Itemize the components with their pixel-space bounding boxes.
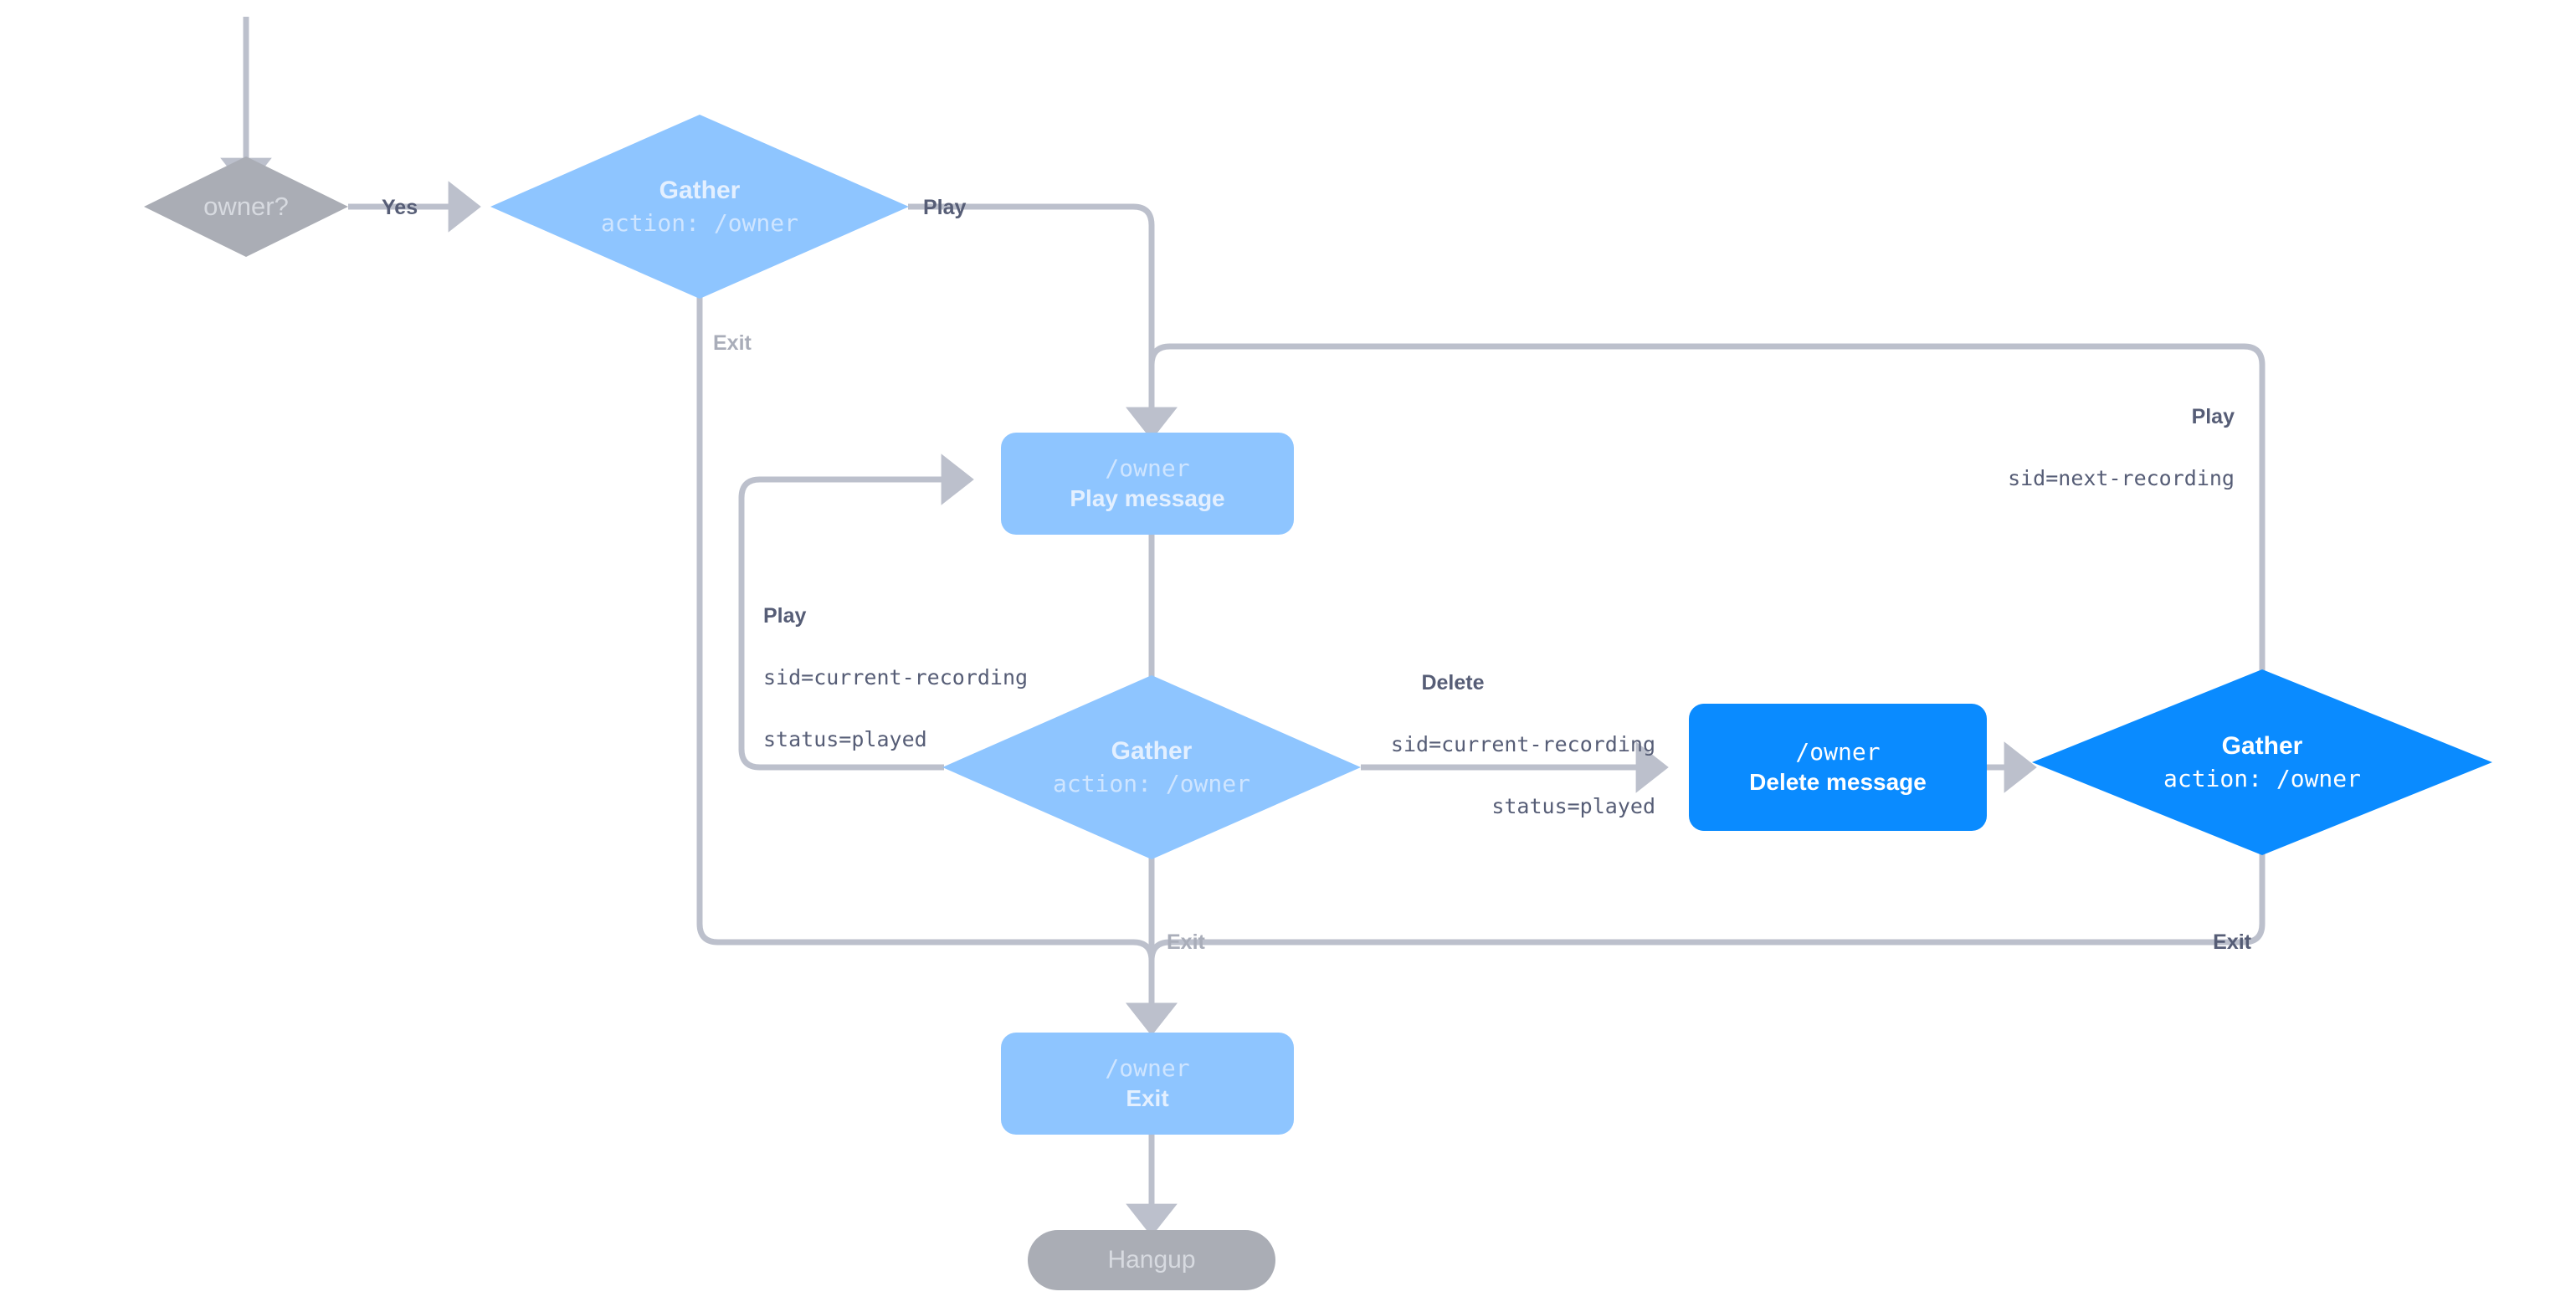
edge-label-delete-head: Delete (1421, 670, 1485, 695)
node-hangup[interactable]: Hangup (1028, 1230, 1275, 1290)
node-gather-owner-2-labels: Gather action: /owner (942, 736, 1361, 798)
edge-label-play-top-text: Play (923, 195, 967, 219)
node-gather-owner-1-labels: Gather action: /owner (490, 176, 909, 238)
edge-label-play-loopback-line1: sid=current-recording (763, 664, 1029, 689)
node-owner-decision-labels: owner? (144, 191, 348, 223)
edge-label-yes: Yes (382, 159, 418, 256)
node-play-message[interactable]: /owner Play message (1001, 433, 1294, 535)
node-gather-owner-2[interactable]: Gather action: /owner (942, 675, 1361, 859)
node-gather-owner-3[interactable]: Gather action: /owner (2032, 669, 2492, 855)
node-owner-exit[interactable]: /owner Exit (1001, 1033, 1294, 1135)
edge-label-exit-gather2-text: Exit (1167, 930, 1205, 954)
node-owner-decision[interactable]: owner? (144, 156, 348, 257)
edge-label-exit-gather3-text: Exit (2213, 930, 2251, 954)
edge-label-play-loopback: Play sid=current-recording status=played (763, 567, 1028, 788)
edge-label-play-loopback-line2: status=played (763, 726, 927, 751)
node-gather-owner-3-labels: Gather action: /owner (2032, 731, 2492, 793)
node-delete-message[interactable]: /owner Delete message (1689, 704, 1987, 831)
node-owner-exit-title: Exit (1126, 1085, 1169, 1111)
node-gather-owner-1[interactable]: Gather action: /owner (490, 115, 909, 299)
edge-label-exit-gather3: Exit (2126, 894, 2251, 991)
node-gather-owner-3-action: action: /owner (2163, 764, 2361, 792)
edge-label-exit-gather2: Exit (1167, 894, 1205, 991)
node-gather-owner-1-title: Gather (659, 177, 741, 205)
node-gather-owner-2-action: action: /owner (1052, 769, 1250, 797)
edge-label-exit-gather1-text: Exit (713, 331, 752, 355)
node-play-message-route: /owner (1105, 454, 1190, 482)
node-play-message-title: Play message (1070, 485, 1225, 511)
node-owner-exit-route: /owner (1105, 1053, 1190, 1082)
node-owner-decision-label: owner? (203, 192, 289, 222)
node-delete-message-title: Delete message (1749, 769, 1927, 795)
node-gather-owner-1-action: action: /owner (600, 208, 798, 237)
node-delete-message-route: /owner (1795, 737, 1881, 766)
node-gather-owner-2-title: Gather (1111, 737, 1193, 766)
edge-label-yes-text: Yes (382, 195, 418, 219)
edge-label-exit-gather1: Exit (713, 295, 752, 392)
edge-label-delete: Delete sid=current-recording status=play… (1311, 634, 1655, 855)
edge-label-play-next-head: Play (2191, 404, 2235, 428)
node-gather-owner-3-title: Gather (2221, 732, 2303, 761)
edge-label-play-top: Play (923, 159, 966, 256)
edge-label-delete-line2: status=played (1491, 793, 1655, 818)
edge-label-play-next: Play sid=next-recording (1850, 368, 2235, 527)
edge-label-play-loopback-head: Play (763, 603, 807, 628)
edge-label-play-next-line1: sid=next-recording (2008, 465, 2235, 490)
node-hangup-label: Hangup (1107, 1245, 1196, 1274)
edge-label-delete-line1: sid=current-recording (1390, 731, 1655, 756)
